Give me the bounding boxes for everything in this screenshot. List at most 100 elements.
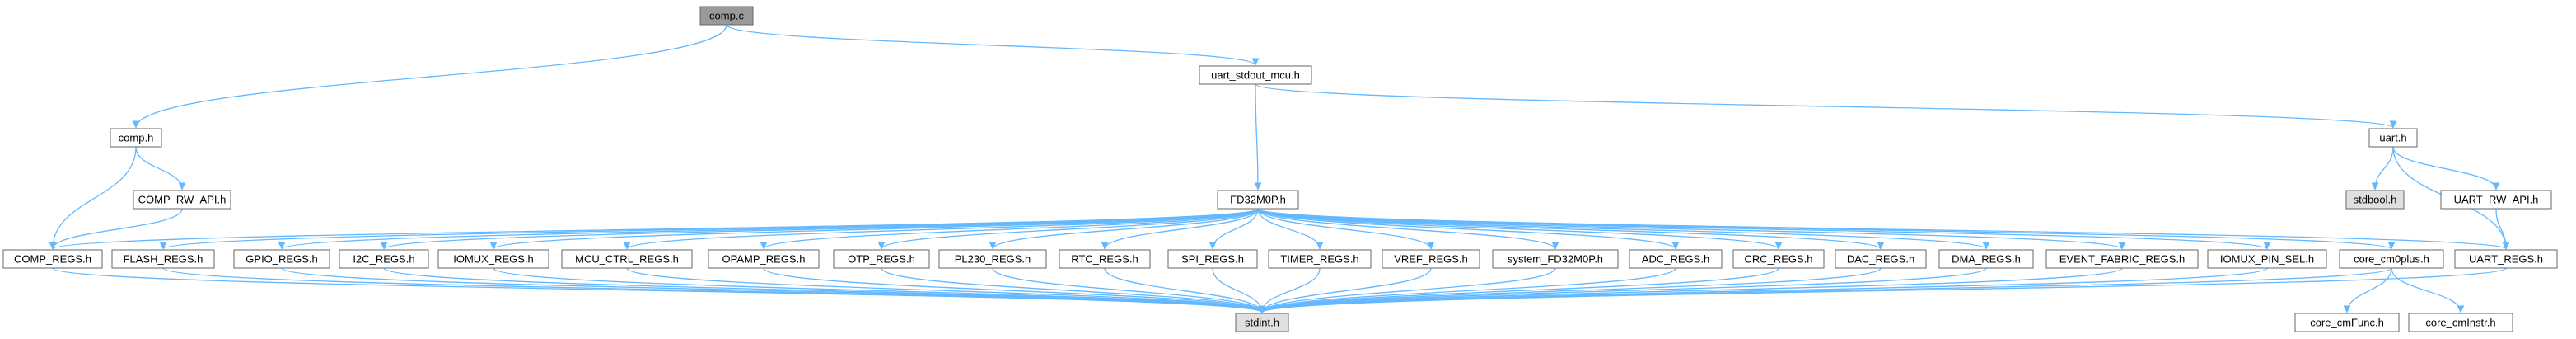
- node-stdbool[interactable]: stdbool.h: [2345, 190, 2405, 210]
- node-comp-regs[interactable]: COMP_REGS.h: [2, 249, 103, 269]
- node-box[interactable]: [2408, 313, 2513, 332]
- node-label: UART_RW_API.h: [2454, 194, 2539, 206]
- node-uart-h[interactable]: uart.h: [2368, 128, 2418, 148]
- node-box[interactable]: [1835, 249, 1927, 269]
- node-core-instr[interactable]: core_cmInstr.h: [2408, 313, 2513, 332]
- node-box[interactable]: [1382, 249, 1480, 269]
- node-otp-regs[interactable]: OTP_REGS.h: [833, 249, 930, 269]
- node-i2c-regs[interactable]: I2C_REGS.h: [339, 249, 429, 269]
- node-comp-h[interactable]: comp.h: [110, 128, 162, 148]
- edge-fd32-to-dma_regs: [1257, 208, 1990, 250]
- edge-otp_regs-to-stdint: [881, 267, 1266, 313]
- node-event-fabric[interactable]: EVENT_FABRIC_REGS.h: [2045, 249, 2199, 269]
- node-box[interactable]: [1217, 190, 1299, 210]
- node-box[interactable]: [437, 249, 549, 269]
- node-label: core_cmFunc.h: [2310, 317, 2384, 329]
- node-label: system_FD32M0P.h: [1508, 253, 1603, 266]
- edge-comp_h-to-comp_rw: [135, 146, 186, 191]
- node-label: UART_REGS.h: [2469, 253, 2543, 266]
- node-system-fd[interactable]: system_FD32M0P.h: [1492, 249, 1619, 269]
- edge-fd32-to-dac_regs: [1257, 208, 1885, 250]
- node-rtc-regs[interactable]: RTC_REGS.h: [1059, 249, 1151, 269]
- node-core-cm0[interactable]: core_cm0plus.h: [2339, 249, 2444, 269]
- node-box[interactable]: [133, 190, 231, 210]
- node-pl230-regs[interactable]: PL230_REGS.h: [938, 249, 1047, 269]
- edge-fd32-to-rtc_regs: [1101, 208, 1259, 250]
- edge-mcu_ctrl-to-stdint: [626, 267, 1266, 313]
- node-box[interactable]: [1732, 249, 1825, 269]
- node-core-func[interactable]: core_cmFunc.h: [2294, 313, 2400, 332]
- node-box[interactable]: [1059, 249, 1151, 269]
- node-opamp-regs[interactable]: OPAMP_REGS.h: [708, 249, 820, 269]
- node-uart-stdout[interactable]: uart_stdout_mcu.h: [1199, 65, 1312, 85]
- node-label: DMA_REGS.h: [1952, 253, 2021, 266]
- node-box[interactable]: [233, 249, 330, 269]
- node-box[interactable]: [699, 6, 754, 26]
- node-dac-regs[interactable]: DAC_REGS.h: [1835, 249, 1927, 269]
- node-dma-regs[interactable]: DMA_REGS.h: [1938, 249, 2034, 269]
- edge-crc_regs-to-stdint: [1258, 267, 1779, 313]
- node-gpio-regs[interactable]: GPIO_REGS.h: [233, 249, 330, 269]
- node-label: CRC_REGS.h: [1744, 253, 1812, 266]
- edge-fd32-to-vref_regs: [1257, 208, 1435, 250]
- node-uart-rw[interactable]: UART_RW_API.h: [2440, 190, 2552, 210]
- node-box[interactable]: [2339, 249, 2444, 269]
- node-comp-rw[interactable]: COMP_RW_API.h: [133, 190, 231, 210]
- node-spi-regs[interactable]: SPI_REGS.h: [1167, 249, 1258, 269]
- node-label: comp.c: [709, 10, 744, 22]
- node-box[interactable]: [1199, 65, 1312, 85]
- node-fd32[interactable]: FD32M0P.h: [1217, 190, 1299, 210]
- edge-core_cm0-to-core_func: [2343, 267, 2392, 313]
- node-box[interactable]: [2368, 128, 2418, 148]
- node-stdint[interactable]: stdint.h: [1235, 313, 1289, 332]
- node-box[interactable]: [1938, 249, 2034, 269]
- node-box[interactable]: [111, 249, 215, 269]
- node-box[interactable]: [938, 249, 1047, 269]
- edge-opamp_regs-to-stdint: [763, 267, 1266, 313]
- edges-layer: [49, 24, 2510, 313]
- edge-uart_stdout-to-fd32: [1254, 83, 1262, 191]
- edge-uart_h-to-stdbool: [2371, 146, 2394, 191]
- node-label: IOMUX_REGS.h: [453, 253, 534, 266]
- node-box[interactable]: [2207, 249, 2327, 269]
- edge-pl230_regs-to-stdint: [992, 267, 1266, 313]
- node-flash-regs[interactable]: FLASH_REGS.h: [111, 249, 215, 269]
- node-label: SPI_REGS.h: [1181, 253, 1244, 266]
- node-adc-regs[interactable]: ADC_REGS.h: [1629, 249, 1723, 269]
- node-vref-regs[interactable]: VREF_REGS.h: [1382, 249, 1480, 269]
- edge-fd32-to-opamp_regs: [760, 208, 1259, 250]
- node-box[interactable]: [2, 249, 103, 269]
- edge-fd32-to-iomux_regs: [489, 208, 1259, 250]
- node-crc-regs[interactable]: CRC_REGS.h: [1732, 249, 1825, 269]
- node-box[interactable]: [2345, 190, 2405, 210]
- node-label: I2C_REGS.h: [353, 253, 414, 266]
- node-box[interactable]: [1492, 249, 1619, 269]
- node-timer-regs[interactable]: TIMER_REGS.h: [1268, 249, 1372, 269]
- node-box[interactable]: [708, 249, 820, 269]
- node-box[interactable]: [339, 249, 429, 269]
- node-box[interactable]: [833, 249, 930, 269]
- node-iomux-regs[interactable]: IOMUX_REGS.h: [437, 249, 549, 269]
- node-box[interactable]: [1235, 313, 1289, 332]
- node-label: OTP_REGS.h: [848, 253, 915, 266]
- edge-iomux_regs-to-stdint: [493, 267, 1266, 313]
- node-box[interactable]: [561, 249, 693, 269]
- node-uart-regs[interactable]: UART_REGS.h: [2454, 249, 2558, 269]
- node-label: FLASH_REGS.h: [124, 253, 203, 266]
- node-box[interactable]: [2294, 313, 2400, 332]
- node-box[interactable]: [1167, 249, 1258, 269]
- node-box[interactable]: [1268, 249, 1372, 269]
- node-box[interactable]: [2045, 249, 2199, 269]
- node-label: EVENT_FABRIC_REGS.h: [2059, 253, 2185, 266]
- nodes-layer: comp.c uart_stdout_mcu.h comp.h uart.hCOMP_…: [2, 6, 2558, 332]
- node-box[interactable]: [2440, 190, 2552, 210]
- node-mcu-ctrl[interactable]: MCU_CTRL_REGS.h: [561, 249, 693, 269]
- node-comp-c[interactable]: comp.c: [699, 6, 754, 26]
- node-label: core_cm0plus.h: [2354, 253, 2429, 266]
- node-box[interactable]: [1629, 249, 1723, 269]
- edge-fd32-to-event_fabric: [1257, 208, 2126, 250]
- node-iomux-pin[interactable]: IOMUX_PIN_SEL.h: [2207, 249, 2327, 269]
- node-box[interactable]: [2454, 249, 2558, 269]
- node-box[interactable]: [110, 128, 162, 148]
